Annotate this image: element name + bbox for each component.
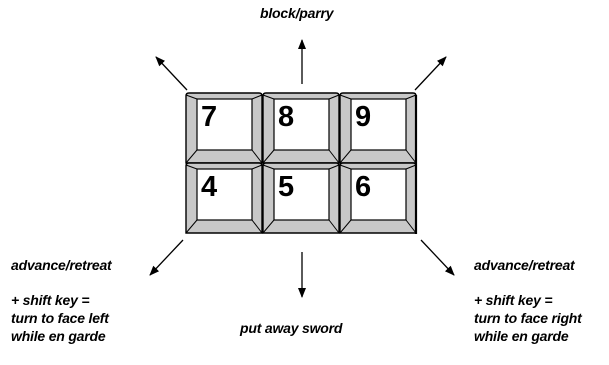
key-5: 5 (262, 162, 340, 234)
key-7: 7 (185, 92, 263, 164)
label-left-turn: turn to face left (11, 310, 109, 326)
key-label: 6 (355, 171, 371, 203)
bevel-line (328, 164, 340, 170)
key-8: 8 (262, 92, 340, 164)
label-right-garde: while en garde (474, 328, 569, 344)
label-block-parry: block/parry (260, 5, 334, 21)
arrow-up-right (414, 56, 447, 91)
label-left-garde: while en garde (11, 328, 106, 344)
bevel-line (339, 219, 352, 234)
bevel-line (262, 149, 275, 164)
bevel-line (405, 149, 417, 164)
label-right-turn: turn to face right (474, 310, 582, 326)
bevel-line (185, 149, 198, 164)
bevel-line (251, 94, 263, 100)
keycap-face (350, 168, 407, 221)
keycap-face (350, 98, 407, 151)
label-left-action: advance/retreat (11, 257, 112, 273)
bevel-line (405, 219, 417, 234)
bevel-line (262, 219, 275, 234)
key-label: 5 (278, 171, 294, 203)
bevel-line (339, 94, 352, 100)
bevel-line (185, 219, 198, 234)
bevel-line (405, 164, 417, 170)
key-label: 7 (201, 101, 217, 133)
bevel-line (339, 164, 352, 170)
label-left-shift: + shift key = (11, 292, 90, 308)
bevel-line (339, 149, 352, 164)
keycap-face (196, 98, 253, 151)
bevel-line (185, 164, 198, 170)
keycap-face (273, 168, 330, 221)
bevel-line (328, 219, 340, 234)
key-label: 4 (201, 171, 217, 203)
bevel-line (405, 94, 417, 100)
keycap-face (196, 168, 253, 221)
key-4: 4 (185, 162, 263, 234)
arrows (149, 39, 455, 298)
bevel-line (251, 219, 263, 234)
bevel-line (251, 149, 263, 164)
bevel-line (262, 94, 275, 100)
keycap-face (273, 98, 330, 151)
label-right-shift: + shift key = (474, 292, 553, 308)
key-6: 6 (339, 162, 417, 234)
bevel-line (262, 164, 275, 170)
bevel-line (328, 149, 340, 164)
arrow-up-left (155, 56, 188, 91)
key-label: 8 (278, 101, 294, 133)
label-put-away-sword: put away sword (240, 320, 343, 336)
keypad: 7 8 9 4 5 6 (185, 92, 418, 234)
arrow-down-right (420, 239, 455, 276)
bevel-line (185, 94, 198, 100)
arrow-down-left (149, 239, 184, 276)
bevel-line (251, 164, 263, 170)
key-9: 9 (339, 92, 417, 164)
bevel-line (328, 94, 340, 100)
label-right-action: advance/retreat (474, 257, 575, 273)
key-label: 9 (355, 101, 371, 133)
